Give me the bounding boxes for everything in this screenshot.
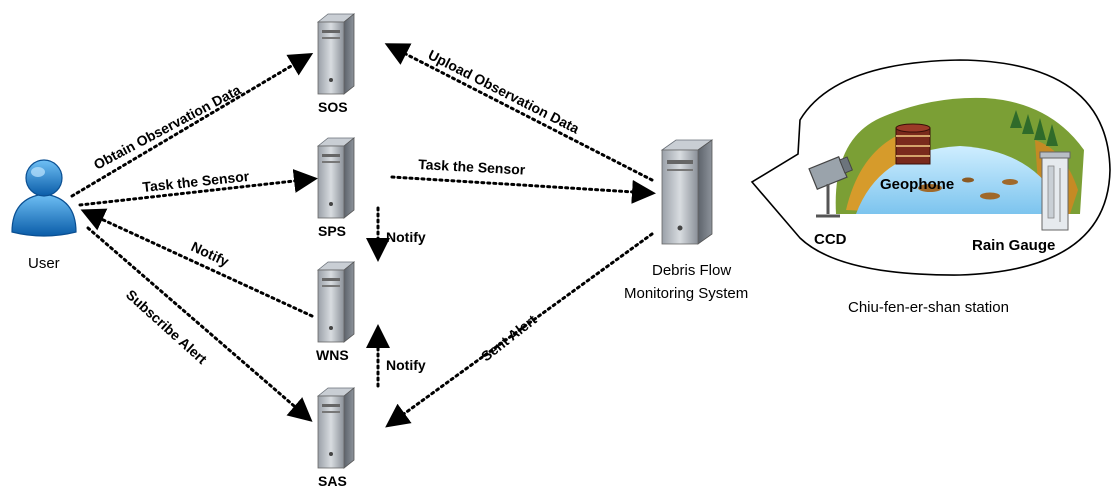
- sos-server-icon: [317, 13, 355, 95]
- sos-label: SOS: [318, 99, 348, 115]
- wns-server-icon: [317, 261, 355, 343]
- label-upload: Upload Observation Data: [426, 46, 582, 136]
- rain-gauge-label: Rain Gauge: [972, 237, 1055, 254]
- dfms-server-icon: [661, 139, 713, 245]
- user-label: User: [28, 255, 60, 272]
- sas-label: SAS: [318, 473, 347, 489]
- sps-server-icon: [317, 137, 355, 219]
- edge-task-user: [78, 169, 318, 207]
- station-label: Chiu-fen-er-shan station: [848, 299, 1009, 316]
- ccd-camera-icon: [808, 156, 853, 218]
- edge-notify-user: [80, 208, 314, 318]
- edge-sent-alert: [385, 232, 654, 428]
- dfms-label-line2: Monitoring System: [624, 285, 748, 302]
- sps-label: SPS: [318, 223, 346, 239]
- label-sent-alert: Sent Alert: [478, 311, 540, 364]
- label-notify-sps-wns: Notify: [386, 229, 426, 245]
- edge-obtain: [70, 52, 314, 198]
- rain-gauge-icon: [1039, 151, 1071, 231]
- ccd-label: CCD: [814, 231, 847, 248]
- geophone-icon: [895, 123, 931, 165]
- sas-server-icon: [317, 387, 355, 469]
- dfms-label-line1: Debris Flow: [652, 262, 731, 279]
- label-task-dfms: Task the Sensor: [418, 156, 526, 178]
- label-obtain: Obtain Observation Data: [91, 81, 244, 172]
- edge-subscribe: [86, 226, 313, 422]
- edge-upload: [384, 43, 654, 182]
- edge-task-dfms: [390, 175, 656, 204]
- label-notify-user: Notify: [189, 238, 232, 269]
- user-icon: [11, 159, 77, 237]
- label-notify-sas-wns: Notify: [386, 357, 426, 373]
- geophone-label: Geophone: [880, 176, 954, 193]
- wns-label: WNS: [316, 347, 349, 363]
- label-subscribe: Subscribe Alert: [123, 286, 210, 367]
